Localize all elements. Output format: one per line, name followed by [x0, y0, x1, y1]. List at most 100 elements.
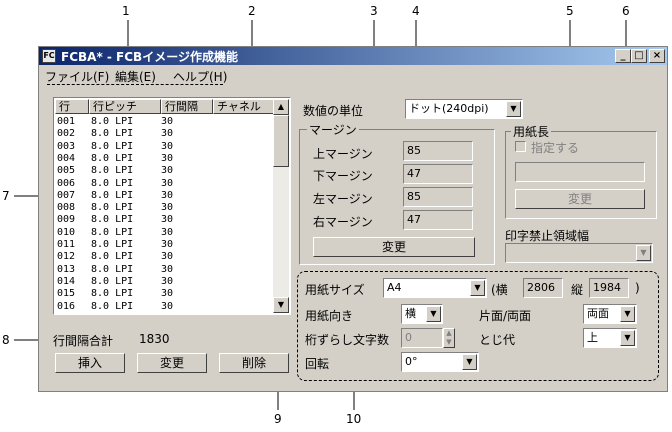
col-header-pitch[interactable]: 行ピッチ — [89, 99, 161, 114]
row-spacing: 30 — [161, 140, 174, 152]
row-spacing: 30 — [161, 202, 174, 214]
top-margin-field[interactable]: 85 — [403, 141, 473, 161]
chevron-down-icon[interactable]: ▼ — [620, 330, 635, 346]
left-margin-field[interactable]: 85 — [403, 187, 473, 207]
duplex-select[interactable]: 両面 ▼ — [583, 304, 637, 324]
menu-file[interactable]: ファイル(F) — [45, 70, 110, 84]
chevron-down-icon[interactable]: ▼ — [620, 306, 635, 322]
menu-dash-underline — [47, 84, 223, 85]
margin-group-title: マージン — [307, 121, 359, 138]
menu-help[interactable]: ヘルプ(H) — [173, 70, 228, 84]
scroll-down-arrow-icon[interactable]: ▼ — [273, 297, 289, 313]
change-row-button[interactable]: 変更 — [137, 353, 207, 373]
char-shift-field[interactable]: 0 — [401, 328, 443, 348]
col-header-channel[interactable]: チャネル — [213, 99, 275, 114]
row-spacing: 30 — [161, 165, 174, 177]
specify-label: 指定する — [531, 141, 580, 155]
col-header-spacing[interactable]: 行間隔 — [161, 99, 213, 114]
row-spacing: 30 — [161, 300, 174, 312]
specify-checkbox[interactable] — [515, 141, 526, 152]
chevron-down-icon[interactable]: ▼ — [636, 245, 651, 261]
row-spacing: 30 — [161, 152, 174, 164]
binding-margin-select[interactable]: 上 ▼ — [583, 328, 637, 348]
scroll-up-arrow-icon[interactable]: ▲ — [273, 99, 289, 115]
title-bar[interactable]: FC FCBA* - FCBイメージ作成機能 _ □ × — [39, 47, 667, 65]
height-label: 縦 — [571, 283, 584, 297]
row-pitch: 8.0 LPI — [91, 177, 134, 189]
paper-width-field: 2806 — [523, 278, 563, 298]
left-margin-label: 左マージン — [313, 192, 373, 206]
callout-5: 5 — [566, 4, 574, 18]
row-pitch: 8.0 LPI — [91, 165, 134, 177]
row-spacing: 30 — [161, 177, 174, 189]
row-pitch: 8.0 LPI — [91, 251, 134, 263]
rotation-value: 0° — [405, 355, 418, 368]
col-header-line[interactable]: 行 — [55, 99, 89, 114]
row-pitch: 8.0 LPI — [91, 116, 134, 127]
minimize-button[interactable]: _ — [615, 49, 631, 63]
row-spacing: 30 — [161, 251, 174, 263]
app-icon[interactable]: FC — [42, 49, 56, 63]
row-line-no: 007 — [57, 189, 76, 201]
callout-6: 6 — [622, 4, 630, 18]
row-pitch: 8.0 LPI — [91, 300, 134, 312]
row-line-no: 004 — [57, 152, 76, 164]
callout-2: 2 — [248, 4, 256, 18]
row-spacing: 30 — [161, 288, 174, 300]
char-shift-label: 桁ずらし文字数 — [305, 333, 390, 347]
callout-8: 8 — [2, 333, 10, 347]
paper-length-title: 用紙長 — [511, 123, 552, 140]
maximize-button[interactable]: □ — [631, 49, 647, 63]
menu-edit[interactable]: 編集(E) — [115, 70, 156, 84]
row-line-no: 006 — [57, 177, 76, 189]
delete-button[interactable]: 削除 — [219, 353, 289, 373]
duplex-label: 片面/両面 — [479, 309, 532, 323]
right-margin-label: 右マージン — [313, 215, 373, 229]
row-pitch: 8.0 LPI — [91, 275, 134, 287]
row-pitch: 8.0 LPI — [91, 226, 134, 238]
row-pitch: 8.0 LPI — [91, 288, 134, 300]
row-line-no: 009 — [57, 214, 76, 226]
rotation-select[interactable]: 0° ▼ — [401, 352, 479, 372]
orientation-value: 横 — [405, 307, 416, 320]
chevron-down-icon[interactable]: ▼ — [426, 306, 441, 322]
menu-bar: ファイル(F) 編集(E) ヘルプ(H) — [39, 66, 667, 84]
scroll-thumb[interactable] — [273, 115, 289, 167]
paper-size-value: A4 — [387, 281, 402, 294]
close-button[interactable]: × — [649, 49, 665, 63]
margin-change-button[interactable]: 変更 — [313, 237, 475, 257]
list-scrollbar[interactable]: ▲ ▼ — [273, 99, 289, 313]
binding-margin-value: 上 — [587, 331, 598, 344]
row-pitch: 8.0 LPI — [91, 202, 134, 214]
row-line-no: 013 — [57, 263, 76, 275]
insert-button[interactable]: 挿入 — [55, 353, 125, 373]
bottom-margin-label: 下マージン — [313, 169, 373, 183]
row-spacing: 30 — [161, 116, 174, 127]
row-pitch: 8.0 LPI — [91, 140, 134, 152]
unit-label: 数値の単位 — [303, 104, 364, 118]
row-line-no: 005 — [57, 165, 76, 177]
chevron-down-icon[interactable]: ▼ — [506, 101, 521, 117]
size-close-paren: ) — [635, 281, 640, 295]
orientation-select[interactable]: 横 ▼ — [401, 304, 443, 324]
bottom-margin-field[interactable]: 47 — [403, 164, 473, 184]
paper-length-change-button[interactable]: 変更 — [515, 189, 645, 209]
callout-10: 10 — [346, 412, 362, 426]
chevron-down-icon[interactable]: ▼ — [470, 280, 485, 296]
row-line-no: 002 — [57, 128, 76, 140]
right-margin-field[interactable]: 47 — [403, 210, 473, 230]
duplex-value: 両面 — [587, 307, 609, 320]
spinner-arrows-icon[interactable]: ▲▼ — [443, 328, 455, 348]
row-pitch: 8.0 LPI — [91, 214, 134, 226]
margin-group — [299, 129, 495, 265]
paper-size-select[interactable]: A4 ▼ — [383, 278, 487, 298]
paper-length-field[interactable] — [515, 162, 645, 182]
binding-margin-label: とじ代 — [479, 333, 516, 347]
row-line-no: 008 — [57, 202, 76, 214]
row-line-no: 011 — [57, 239, 76, 250]
no-print-width-select[interactable]: ▼ — [505, 243, 653, 263]
unit-select[interactable]: ドット(240dpi) ▼ — [405, 99, 523, 119]
chevron-down-icon[interactable]: ▼ — [462, 354, 477, 370]
width-open-label: (横 — [491, 283, 508, 297]
